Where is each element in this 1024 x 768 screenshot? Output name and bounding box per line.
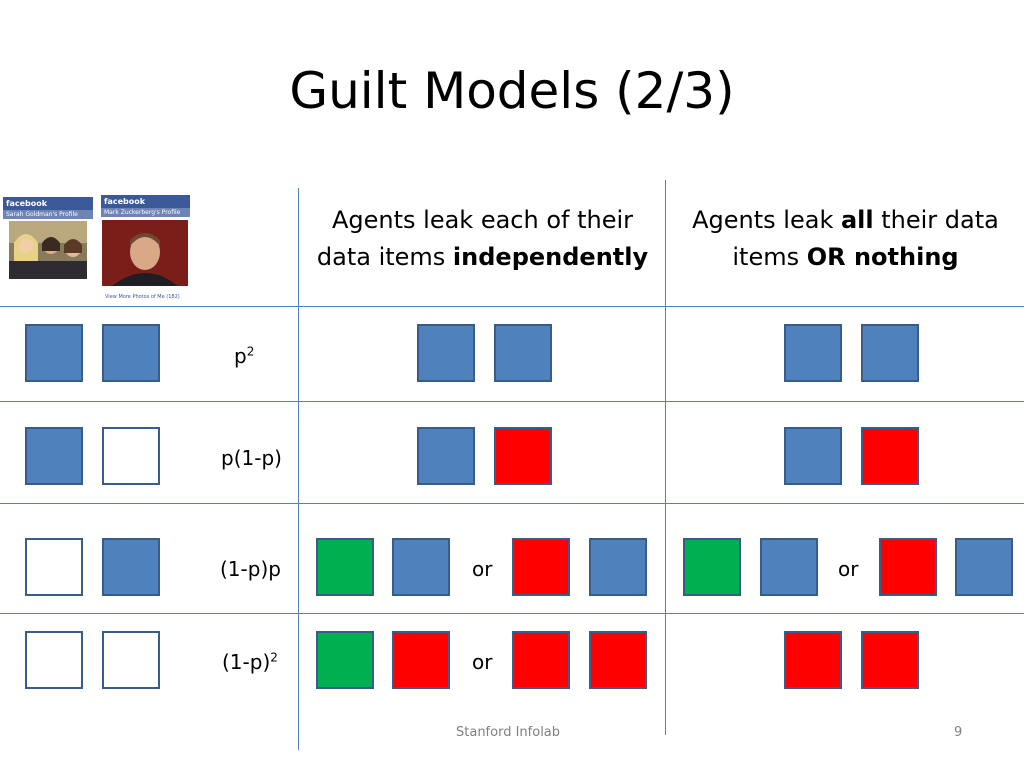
item-square	[784, 324, 842, 382]
item-square	[102, 427, 160, 485]
row-divider-1	[0, 306, 1024, 307]
item-square	[25, 631, 83, 689]
item-square	[392, 631, 450, 689]
view-photos-link[interactable]: View More Photos of Me (182)	[105, 294, 180, 300]
row-label-one-minus-p-squared: (1-p)2	[222, 650, 278, 674]
item-square	[417, 324, 475, 382]
item-square	[494, 324, 552, 382]
or-label: or	[838, 557, 859, 581]
or-label: or	[472, 557, 493, 581]
item-square	[683, 538, 741, 596]
item-square	[512, 631, 570, 689]
or-label: or	[472, 650, 493, 674]
item-square	[955, 538, 1013, 596]
item-square	[25, 538, 83, 596]
row-divider-4	[0, 613, 1024, 614]
item-square	[589, 631, 647, 689]
profile-brand: facebook	[101, 195, 190, 208]
item-square	[589, 538, 647, 596]
item-square	[861, 427, 919, 485]
item-square	[392, 538, 450, 596]
item-square	[316, 538, 374, 596]
row-label-p-squared: p2	[234, 344, 255, 368]
item-square	[25, 427, 83, 485]
slide-title: Guilt Models (2/3)	[289, 62, 735, 120]
row-divider-3	[0, 503, 1024, 504]
profile-caption: Sarah Goldman's Profile	[3, 210, 93, 219]
item-square	[512, 538, 570, 596]
item-square	[760, 538, 818, 596]
column-header-independent: Agents leak each of their data items ind…	[316, 206, 649, 271]
column-divider-1	[298, 188, 299, 750]
item-square	[25, 324, 83, 382]
item-square	[102, 324, 160, 382]
row-divider-2	[0, 401, 1024, 402]
footer-text: Stanford Infolab	[456, 725, 561, 740]
column-divider-2	[665, 180, 666, 735]
item-square	[861, 631, 919, 689]
column-header-all-or-nothing: Agents leak all their data items OR noth…	[692, 206, 999, 271]
page-number: 9	[954, 725, 963, 740]
profile-image-right: facebook Mark Zuckerberg's Profile View …	[101, 195, 190, 303]
item-square	[784, 631, 842, 689]
item-square	[102, 631, 160, 689]
item-square	[417, 427, 475, 485]
item-square	[494, 427, 552, 485]
row-label-one-minus-p-p: (1-p)p	[220, 557, 281, 581]
row-label-p-one-minus-p: p(1-p)	[221, 446, 282, 470]
profile-caption: Mark Zuckerberg's Profile	[101, 208, 190, 217]
item-square	[861, 324, 919, 382]
item-square	[784, 427, 842, 485]
item-square	[102, 538, 160, 596]
profile-image-left: facebook Sarah Goldman's Profile	[3, 197, 93, 283]
profile-brand: facebook	[3, 197, 93, 210]
item-square	[316, 631, 374, 689]
photo-group-icon	[9, 221, 87, 279]
item-square	[879, 538, 937, 596]
photo-portrait-icon	[102, 220, 188, 286]
